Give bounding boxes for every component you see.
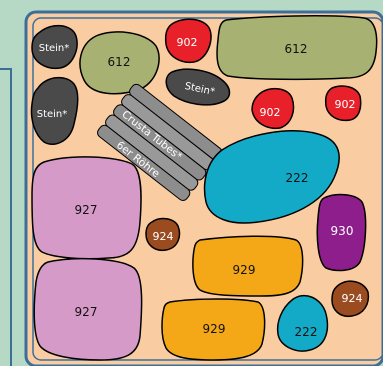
pink-top-label: 927 <box>75 203 98 217</box>
purple-label: 930 <box>331 224 354 238</box>
olive-large-label: 612 <box>285 42 308 56</box>
pink-bottom-label: 927 <box>75 305 98 319</box>
brown-mid-label: 924 <box>153 230 174 243</box>
teal-large-label: 222 <box>286 171 309 185</box>
teal-small-label: 222 <box>295 325 318 339</box>
orange-top-label: 929 <box>233 263 256 277</box>
red-right-label: 902 <box>335 98 356 111</box>
red-top-label: 902 <box>177 36 198 49</box>
stone-1-label: Stein* <box>39 43 70 54</box>
brown-right-label: 924 <box>342 292 363 305</box>
red-mid-label: 902 <box>260 106 281 119</box>
orange-bottom-label: 929 <box>203 322 226 336</box>
olive-small-label: 612 <box>108 55 131 69</box>
stone-2-label: Stein* <box>37 109 68 120</box>
